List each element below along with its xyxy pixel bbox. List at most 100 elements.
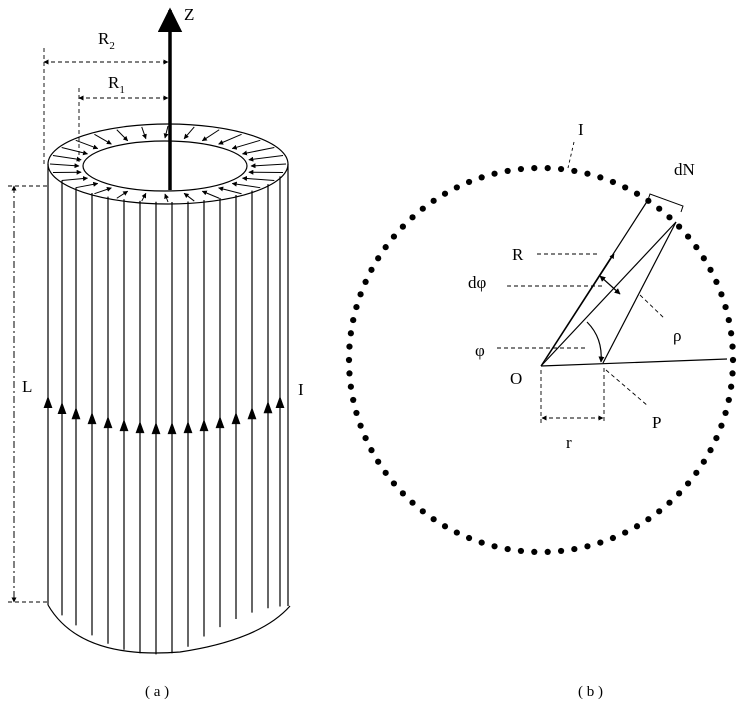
- radius-label: R: [512, 245, 524, 264]
- current-dot-38: [375, 458, 382, 465]
- current-dot-8: [707, 447, 714, 454]
- mid-arrow-4: [87, 412, 97, 425]
- radial-arrow-23: [183, 126, 195, 140]
- dphi-arrow: [599, 275, 621, 295]
- current-dot-6: [718, 422, 725, 429]
- current-dot-47: [346, 343, 353, 350]
- cylinder-bottom-arc: [47, 604, 291, 654]
- caption-b: ( b ): [578, 684, 603, 700]
- current-dot-68: [531, 165, 538, 172]
- radial-arrow-27: [241, 147, 275, 156]
- mid-arrow-3: [71, 407, 81, 420]
- current-dot-circle: [345, 165, 737, 555]
- i-leader: [567, 141, 575, 169]
- current-dot-88: [725, 316, 732, 324]
- current-dot-67: [517, 165, 525, 173]
- current-dot-25: [517, 547, 525, 555]
- current-dot-14: [656, 508, 663, 515]
- current-dot-73: [597, 174, 604, 181]
- current-dot-62: [453, 184, 460, 191]
- l-label: L: [22, 377, 32, 396]
- inner-ring-top: [82, 140, 248, 192]
- current-dot-15: [645, 516, 652, 523]
- current-dot-7: [713, 434, 720, 442]
- current-dot-64: [478, 174, 485, 181]
- radial-arrow-17: [61, 147, 89, 156]
- current-dot-29: [465, 534, 473, 542]
- current-dot-43: [350, 396, 357, 404]
- current-dot-19: [597, 539, 604, 546]
- radial-arrow-19: [94, 133, 112, 145]
- mid-arrow-7: [135, 420, 145, 434]
- radial-arrow-15: [49, 163, 80, 169]
- current-dot-27: [491, 543, 498, 550]
- radial-arrow-12: [75, 181, 99, 189]
- current-dot-76: [633, 190, 641, 197]
- radial-arrow-5: [218, 186, 242, 195]
- radial-arrow-25: [218, 133, 242, 145]
- current-dot-20: [584, 543, 591, 550]
- current-dot-26: [504, 545, 511, 553]
- current-dot-56: [390, 233, 398, 240]
- rho-leader: [639, 294, 665, 319]
- radial-arrow-16: [52, 155, 82, 162]
- current-dot-31: [441, 523, 449, 530]
- mid-arrow-10: [183, 420, 193, 434]
- current-dot-22: [557, 547, 565, 555]
- r1-label: R1: [108, 73, 125, 96]
- current-dot-66: [504, 167, 511, 175]
- current-dot-81: [684, 233, 692, 240]
- rho-label: ρ: [673, 326, 681, 345]
- radial-arrow-10: [116, 190, 129, 199]
- current-dot-41: [357, 422, 364, 429]
- current-dot-75: [622, 184, 629, 191]
- r2-label: R2: [98, 29, 115, 52]
- mid-arrow-6: [119, 419, 129, 432]
- p-leader: [605, 369, 649, 407]
- radial-arrow-1: [250, 163, 287, 169]
- figure-a-cylinder: [8, 7, 291, 655]
- current-dot-17: [622, 529, 629, 536]
- rho-line: [602, 221, 677, 364]
- current-dot-55: [382, 244, 389, 251]
- current-dot-63: [465, 178, 473, 186]
- current-dot-82: [693, 244, 700, 251]
- current-dot-74: [609, 178, 617, 186]
- dn-bracket: [647, 193, 684, 213]
- current-dot-11: [684, 480, 692, 487]
- element-label: dN: [674, 160, 695, 179]
- mid-arrow-9: [167, 421, 177, 435]
- current-dot-16: [633, 523, 641, 530]
- current-dot-52: [362, 278, 369, 286]
- current-dot-13: [666, 499, 673, 506]
- caption-a: ( a ): [145, 684, 169, 700]
- current-label-b: I: [578, 120, 584, 139]
- wedge-line-lower: [540, 221, 677, 367]
- current-dot-24: [531, 548, 538, 555]
- current-dot-28: [478, 539, 485, 546]
- current-dot-83: [700, 255, 707, 262]
- current-dot-42: [353, 409, 360, 417]
- current-dot-2: [729, 370, 736, 377]
- mid-arrow-2: [57, 401, 67, 415]
- current-dot-45: [346, 370, 353, 377]
- current-dot-40: [362, 434, 369, 442]
- current-dot-60: [430, 197, 437, 204]
- current-dot-65: [491, 170, 498, 177]
- current-dot-50: [353, 303, 360, 311]
- current-dot-84: [707, 266, 714, 273]
- current-dot-18: [609, 534, 617, 542]
- current-dot-87: [722, 303, 729, 311]
- current-dot-69: [544, 165, 551, 172]
- current-dot-36: [390, 480, 398, 487]
- current-dot-71: [571, 167, 578, 175]
- current-dot-78: [656, 205, 663, 212]
- current-dot-34: [409, 499, 416, 506]
- current-dot-53: [368, 266, 375, 273]
- current-dot-80: [676, 223, 683, 230]
- phi-arc: [586, 321, 605, 363]
- origin-label: O: [510, 369, 522, 388]
- current-dot-1: [729, 356, 737, 364]
- mid-arrow-12: [215, 416, 225, 429]
